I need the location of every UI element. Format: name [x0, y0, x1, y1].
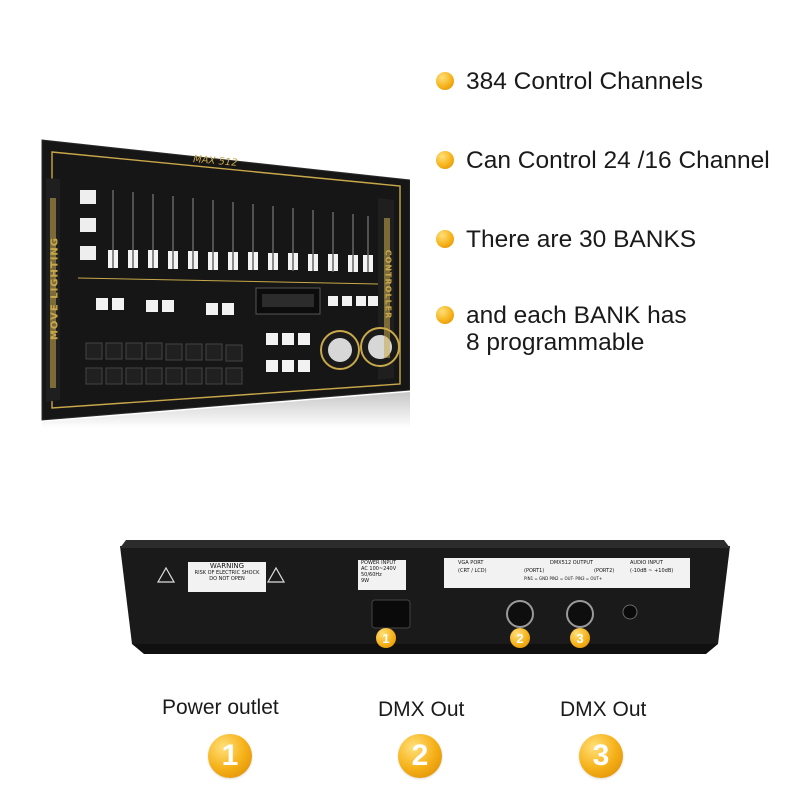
bullet-dot-icon — [436, 230, 454, 248]
feature-text: 384 Control Channels — [466, 68, 703, 95]
feature-text: Can Control 24 /16 Channel — [466, 147, 770, 174]
port-number-badge: 1 — [208, 734, 252, 778]
power-title: POWER INPUT — [361, 560, 397, 566]
power-line: AC 100~240V — [361, 566, 397, 572]
port-number-badge: 3 — [579, 734, 623, 778]
feature-item: Can Control 24 /16 Channel — [436, 147, 770, 174]
power-line: 9W — [361, 578, 370, 584]
warning-line: DO NOT OPEN — [209, 576, 245, 582]
bullet-dot-icon — [436, 306, 454, 324]
feature-item: There are 30 BANKS — [436, 226, 696, 253]
controller-back-image: WARNING RISK OF ELECTRIC SHOCK DO NOT OP… — [118, 524, 730, 674]
feature-item: 384 Control Channels — [436, 68, 703, 95]
dmx-pins: PIN1 = GND PIN2 = OUT- PIN3 = OUT+ — [524, 576, 603, 581]
feature-item: and each BANK has 8 programmable — [436, 302, 687, 356]
port-number-badge: 2 — [398, 734, 442, 778]
port-label: Power outlet — [162, 696, 279, 719]
controller-side-label: CONTROLLER — [383, 249, 393, 320]
marker-1: 1 — [376, 628, 396, 648]
port-label: DMX Out — [560, 698, 647, 721]
vga-sub: (CRT / LCD) — [458, 568, 487, 574]
bullet-dot-icon — [436, 72, 454, 90]
controller-front-image: MAX 512 MOVE LIGHTING CONTROLLER — [38, 138, 410, 428]
warning-title: WARNING — [209, 562, 245, 570]
feature-text: There are 30 BANKS — [466, 226, 697, 253]
power-line: 50/60Hz — [361, 572, 382, 578]
marker-3: 3 — [570, 628, 590, 648]
dmx-port2: (PORT2) — [594, 568, 615, 574]
feature-text: and each BANK has — [466, 302, 687, 329]
dmx-title: DMX512 OUTPUT — [550, 560, 594, 566]
audio-title: AUDIO INPUT — [630, 560, 663, 566]
bullet-dot-icon — [436, 151, 454, 169]
audio-sub: (-10dB ~ +10dB) — [630, 568, 674, 574]
dmx-port1: (PORT1) — [524, 568, 545, 574]
warning-label: WARNING RISK OF ELECTRIC SHOCK DO NOT OP… — [188, 562, 266, 582]
brand-side-label: MOVE LIGHTING — [49, 236, 61, 341]
io-label-strip: VGA PORT (CRT / LCD) DMX512 OUTPUT (PORT… — [444, 558, 690, 588]
feature-text: 8 programmable — [466, 329, 645, 356]
warning-line: RISK OF ELECTRIC SHOCK — [194, 570, 260, 576]
marker-2: 2 — [510, 628, 530, 648]
vga-title: VGA PORT — [458, 560, 484, 566]
port-label: DMX Out — [378, 698, 465, 721]
feature-list: 384 Control Channels Can Control 24 /16 … — [436, 0, 800, 380]
power-input-label: POWER INPUT AC 100~240V 50/60Hz 9W — [358, 560, 406, 584]
